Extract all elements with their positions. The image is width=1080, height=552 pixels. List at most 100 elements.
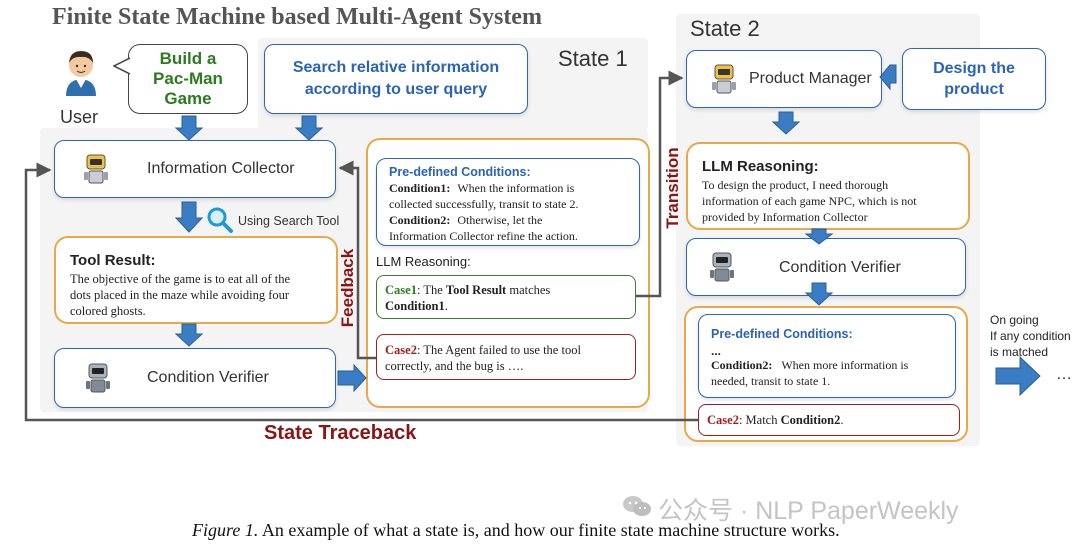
s2-verifier-label: Condition Verifier [779, 259, 901, 276]
case1-tool-result: Tool Result [445, 283, 507, 297]
s2-reasoning-line-2: information of each game NPC, which is n… [702, 194, 917, 208]
robot-icon [712, 64, 736, 94]
s2-case2-condition: Condition2 [780, 413, 841, 427]
s2-condition2-line-1: When more information is [781, 358, 909, 372]
condition-verifier-box: Condition Verifier [54, 348, 336, 408]
watermark-text: 公众号 · NLP PaperWeekly [658, 497, 959, 525]
s1-condition1-line-2: collected successfully, transit to state… [389, 197, 579, 211]
s2-conditions-heading: Pre-defined Conditions: [711, 327, 853, 341]
left-arrow-design-to-pm [879, 64, 897, 91]
case2-line-2: correctly, and the bug is …. [385, 359, 524, 373]
product-manager-label: Product Manager [749, 70, 872, 87]
design-product-line-2: product [944, 81, 1004, 98]
robot-icon [710, 252, 734, 282]
s1-reasoning-label: LLM Reasoning: [376, 254, 471, 269]
s2-case2-label: Case2 [707, 413, 739, 427]
information-collector-box: Information Collector [54, 140, 336, 198]
figure-caption: Figure 1. An example of what a state is,… [192, 520, 840, 541]
s2-condition2-label: Condition2: [711, 358, 773, 372]
down-arrow-search-to-collector [294, 115, 324, 141]
magnifier-icon [207, 207, 233, 233]
s2-conditions-ellipsis: ... [711, 344, 722, 358]
s1-condition1: Condition1: When the information is [389, 180, 639, 196]
s2-case2-box: Case2: Match Condition2. [698, 404, 960, 436]
s1-condition2-label: Condition2: [389, 213, 451, 227]
right-arrow-ongoing [995, 355, 1041, 397]
s2-reasoning-heading: LLM Reasoning: [702, 158, 819, 175]
case1-condition: Condition1 [385, 299, 445, 313]
state2-label: State 2 [690, 16, 760, 41]
down-arrow-pm-to-reasoning [771, 111, 801, 135]
condition-verifier-label: Condition Verifier [147, 369, 269, 386]
state2-predefined-conditions: Pre-defined Conditions: ... Condition2: … [698, 314, 956, 398]
ongoing-dots: … [1056, 366, 1072, 383]
case1-text-1: : The [416, 283, 446, 297]
search-query-line-1: Search relative information [292, 59, 500, 76]
block-arrows [174, 64, 1041, 397]
state1-label: State 1 [558, 46, 628, 71]
state-traceback-label: State Traceback [264, 422, 417, 444]
s2-condition2-line-2: needed, transit to state 1. [711, 374, 831, 388]
build-game-line-3: Game [164, 89, 212, 108]
design-product-box: Design the product [902, 48, 1046, 110]
build-game-line-2: Pac-Man [153, 69, 223, 88]
ongoing-line-1: On going [990, 313, 1039, 327]
s2-case2-text-1: : Match [738, 413, 781, 427]
product-manager-box: Product Manager [686, 50, 882, 108]
s1-condition2: Condition2: Otherwise, let the [389, 212, 639, 228]
down-arrow-verifier-to-conditions [804, 282, 834, 306]
case2-line-1: : The Agent failed to use the tool [416, 343, 581, 357]
user-label: User [60, 107, 99, 127]
tool-result-line-2: dots placed in the maze while avoiding f… [70, 288, 290, 302]
design-product-line-1: Design the [933, 60, 1015, 77]
s1-condition2-line-1: Otherwise, let the [457, 213, 543, 227]
search-query-box: Search relative information according to… [264, 44, 528, 114]
case2-label: Case2 [385, 343, 417, 357]
feedback-line [338, 160, 376, 360]
s1-condition1-label: Condition1: [389, 181, 451, 195]
connector-lines [24, 70, 698, 422]
ongoing-text: On going If any condition is matched [990, 312, 1071, 360]
s1-condition2-line-2: Information Collector refine the action. [389, 229, 578, 243]
s2-reasoning-line-3: provided by Information Collector [702, 210, 868, 224]
down-arrow-reasoning-to-verifier [804, 228, 834, 245]
s2-reasoning-line-1: To design the product, I need thorough [702, 178, 889, 192]
ongoing-line-3: is matched [990, 345, 1049, 359]
down-arrow-result-to-verifier [174, 323, 204, 347]
tool-result-box: Tool Result: The objective of the game i… [54, 236, 338, 324]
s1-conditions-heading: Pre-defined Conditions: [389, 165, 531, 179]
down-arrow-collector-to-result [174, 201, 204, 233]
information-collector-label: Information Collector [147, 160, 295, 177]
search-tool-label: Using Search Tool [238, 214, 340, 228]
caption-text: An example of what a state is, and how o… [258, 520, 840, 540]
search-query-line-2: according to user query [304, 81, 488, 98]
state2-reasoning-box: LLM Reasoning: To design the product, I … [686, 142, 970, 230]
figure-number: Figure 1. [192, 520, 259, 540]
build-game-line-1: Build a [159, 49, 217, 68]
user-avatar-icon [66, 51, 96, 96]
case2-box: Case2: The Agent failed to use the tool … [376, 334, 636, 380]
s2-case2-text-2: . [840, 413, 844, 427]
s2-condition2: Condition2: When more information is [711, 357, 955, 373]
case1-box: Case1: The Tool Result matches Condition… [376, 275, 636, 319]
state1-predefined-conditions: Pre-defined Conditions: Condition1: When… [376, 158, 640, 246]
tool-result-line-3: colored ghosts. [70, 304, 146, 318]
build-game-bubble: Build a Pac-Man Game [128, 44, 248, 114]
case1-label: Case1 [385, 283, 417, 297]
case1-text-3: . [444, 299, 448, 313]
case1-text-2: matches [506, 283, 551, 297]
bubble-tail [113, 57, 131, 75]
robot-icon [86, 363, 110, 393]
ongoing-line-2: If any condition [990, 329, 1071, 343]
s1-condition1-line-1: When the information is [457, 181, 575, 195]
transition-line [636, 70, 684, 298]
down-arrow-build-to-collector [174, 115, 204, 141]
tool-result-line-1: The objective of the game is to eat all … [70, 272, 291, 286]
diagram-title: Finite State Machine based Multi-Agent S… [52, 4, 542, 30]
watermark-logo-icon [622, 494, 652, 518]
robot-icon [84, 154, 108, 184]
right-arrow-verifier-to-conditions [337, 363, 367, 393]
tool-result-heading: Tool Result: [70, 252, 156, 269]
state-traceback-line [24, 162, 698, 422]
